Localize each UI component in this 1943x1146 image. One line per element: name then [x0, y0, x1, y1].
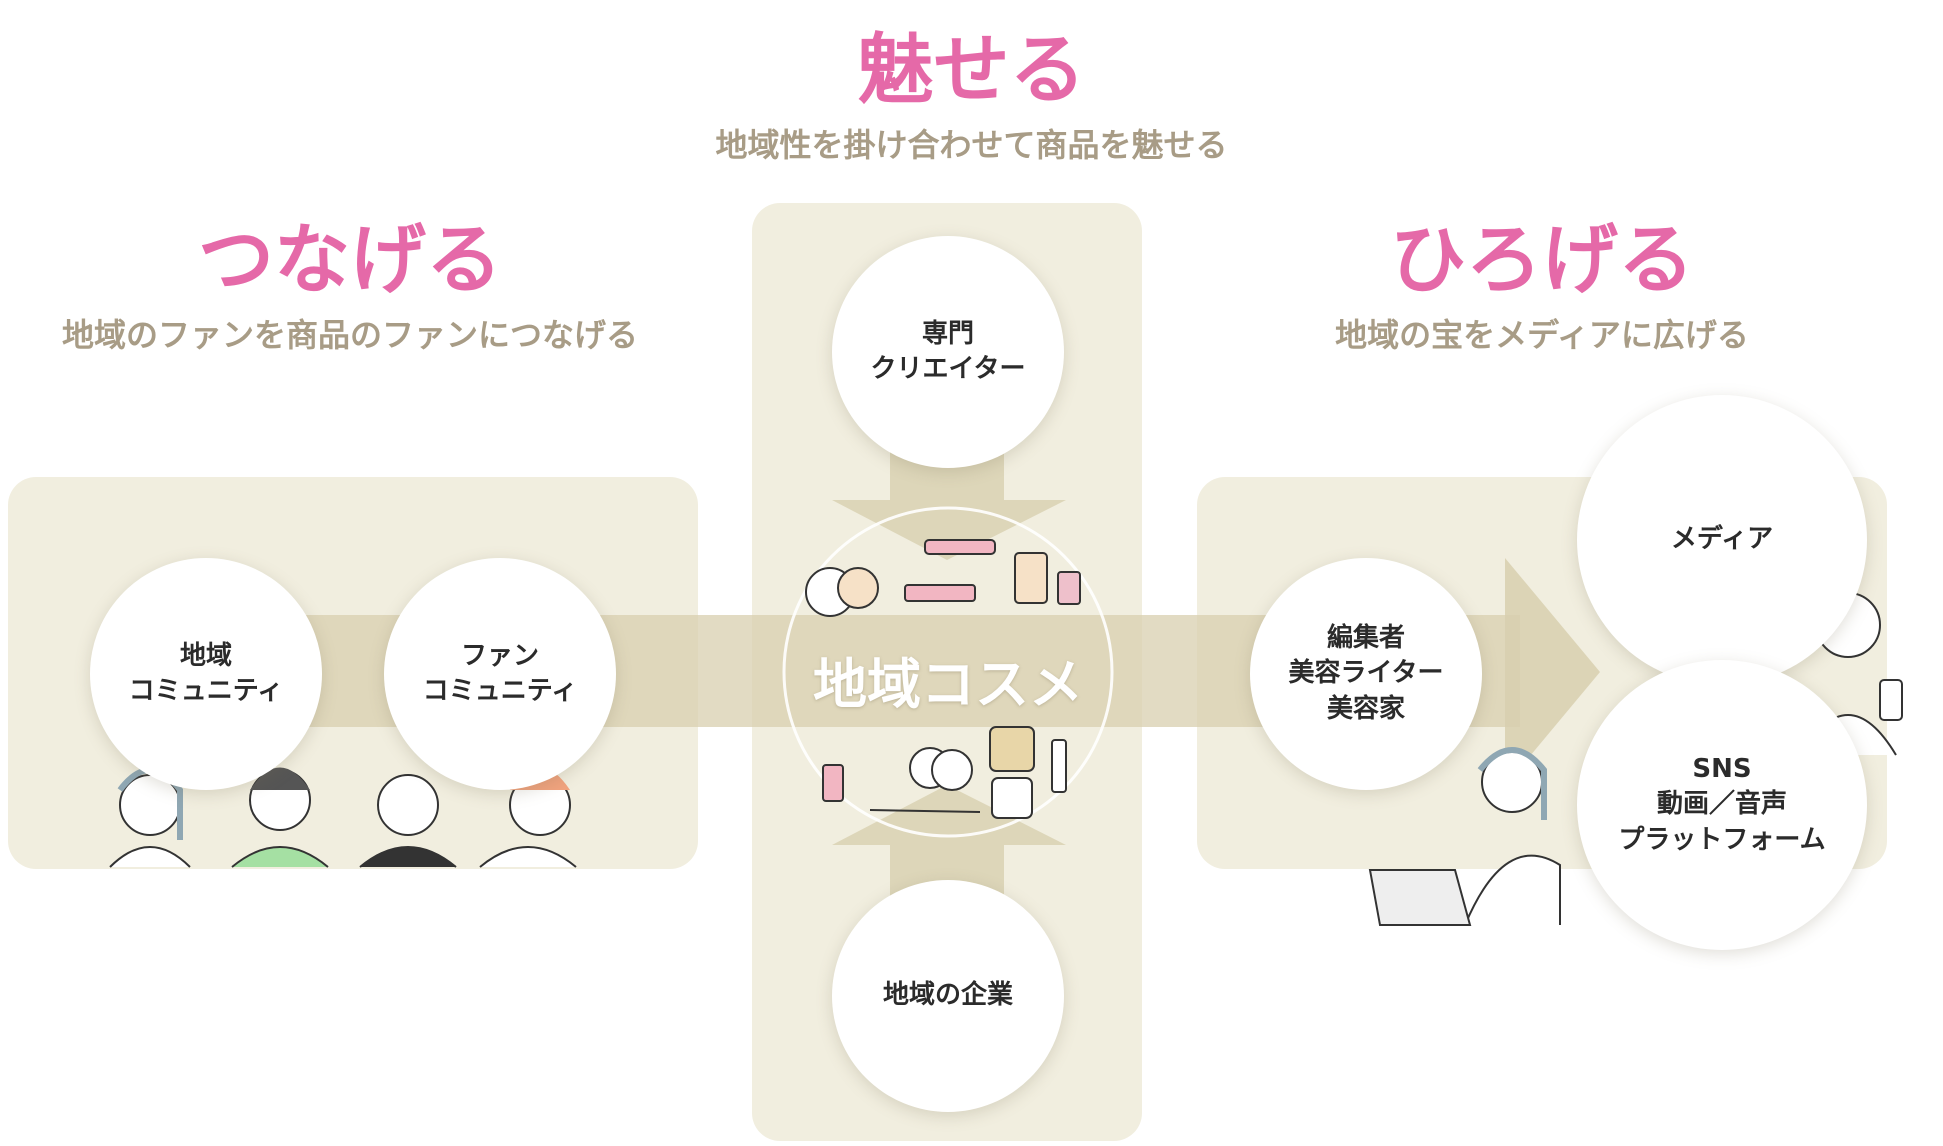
sns-line-3: プラットフォーム	[1618, 823, 1825, 858]
editors-node: 編集者 美容ライター 美容家	[1250, 558, 1482, 790]
fan-community-node: ファン コミュニティ	[384, 558, 616, 790]
cosmetics-icons-top	[806, 540, 1080, 616]
fan-community-line-1: ファン	[461, 639, 539, 674]
editors-line-3: 美容家	[1327, 692, 1405, 727]
right-title: ひろげる	[1197, 198, 1887, 308]
sns-line-1: SNS	[1692, 752, 1751, 787]
creator-line-2: クリエイター	[871, 352, 1026, 387]
media-node: メディア	[1577, 395, 1867, 685]
left-subtitle: 地域のファンを商品のファンにつなげる	[0, 310, 700, 356]
media-line-1: メディア	[1671, 522, 1773, 557]
left-title: つなげる	[0, 198, 700, 308]
sns-line-2: 動画／音声	[1657, 787, 1787, 822]
local-community-line-1: 地域	[180, 639, 232, 674]
company-node: 地域の企業	[832, 880, 1064, 1112]
right-subtitle: 地域の宝をメディアに広げる	[1197, 310, 1887, 356]
creator-node: 専門 クリエイター	[832, 236, 1064, 468]
local-community-node: 地域 コミュニティ	[90, 558, 322, 790]
fan-community-line-2: コミュニティ	[423, 674, 577, 709]
editors-line-2: 美容ライター	[1289, 656, 1444, 691]
creator-line-1: 専門	[922, 317, 974, 352]
core-label: 地域コスメ	[748, 640, 1148, 719]
local-community-line-2: コミュニティ	[129, 674, 283, 709]
sns-node: SNS 動画／音声 プラットフォーム	[1577, 660, 1867, 950]
company-line-1: 地域の企業	[883, 978, 1013, 1013]
center-top-subtitle: 地域性を掛け合わせて商品を魅せる	[0, 120, 1943, 166]
center-top-title: 魅せる	[0, 8, 1943, 118]
editors-line-1: 編集者	[1327, 621, 1405, 656]
